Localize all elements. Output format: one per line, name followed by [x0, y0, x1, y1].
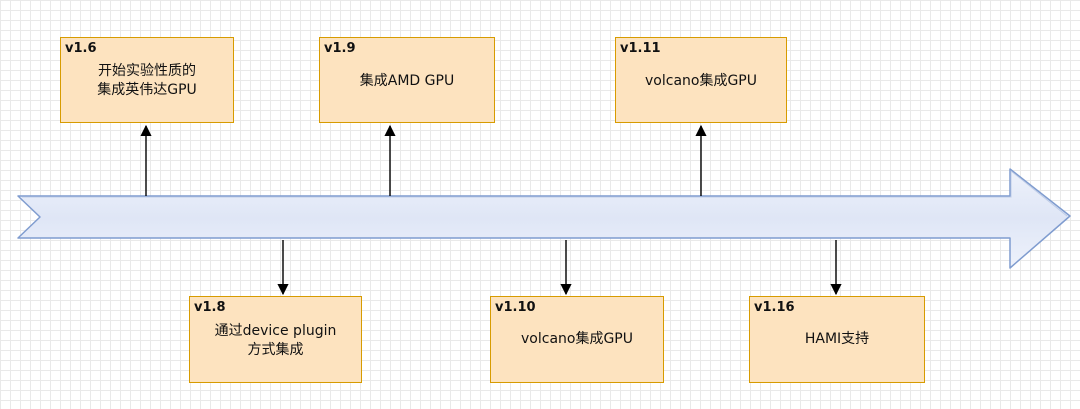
milestone-label: volcano集成GPU	[616, 72, 786, 91]
milestone-label-line: HAMI支持	[804, 331, 870, 347]
milestone-version: v1.11	[620, 41, 661, 56]
timeline-arrow	[17, 168, 1071, 269]
milestone-version: v1.6	[65, 41, 97, 56]
milestone-label-line: 方式集成	[247, 342, 304, 358]
milestone-box-v1-10: v1.10 volcano集成GPU	[490, 296, 664, 383]
milestone-label: 开始实验性质的 集成英伟达GPU	[61, 62, 233, 100]
milestone-box-v1-6: v1.6 开始实验性质的 集成英伟达GPU	[60, 37, 234, 123]
milestone-box-v1-11: v1.11 volcano集成GPU	[615, 37, 787, 123]
milestone-version: v1.8	[194, 300, 226, 315]
milestone-label-line: volcano集成GPU	[521, 331, 633, 347]
milestone-label: 通过device plugin 方式集成	[190, 322, 361, 360]
milestone-label-line: volcano集成GPU	[645, 73, 757, 89]
milestone-box-v1-9: v1.9 集成AMD GPU	[319, 37, 495, 123]
milestone-label-line: 开始实验性质的	[98, 63, 196, 79]
milestone-version: v1.16	[754, 300, 795, 315]
milestone-box-v1-8: v1.8 通过device plugin 方式集成	[189, 296, 362, 383]
milestone-label-line: 通过device plugin	[214, 323, 337, 339]
milestone-label: HAMI支持	[750, 330, 924, 349]
milestone-label: 集成AMD GPU	[320, 72, 494, 91]
milestone-label-line: 集成AMD GPU	[359, 73, 455, 89]
milestone-version: v1.9	[324, 41, 356, 56]
milestone-label-line: 集成英伟达GPU	[97, 82, 197, 98]
milestone-version: v1.10	[495, 300, 536, 315]
milestone-box-v1-16: v1.16 HAMI支持	[749, 296, 925, 383]
milestone-label: volcano集成GPU	[491, 330, 663, 349]
